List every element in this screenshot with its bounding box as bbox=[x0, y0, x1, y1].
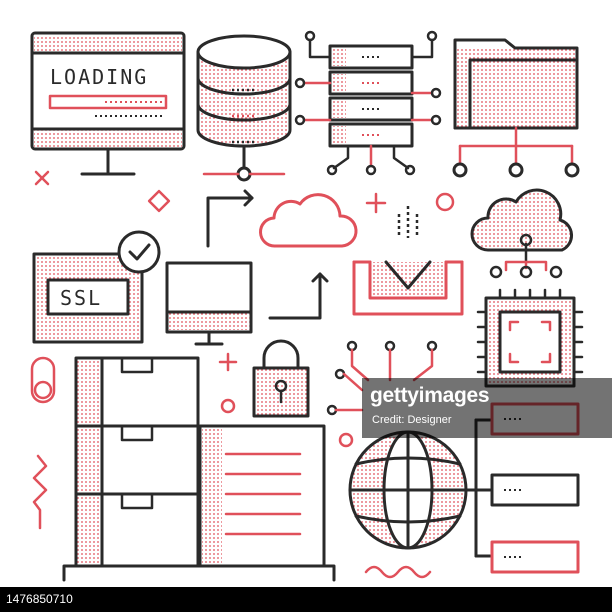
decor-circle bbox=[435, 192, 455, 212]
download-icon bbox=[352, 206, 464, 316]
watermark-overlay: gettyimages Credit: Designer bbox=[362, 378, 612, 438]
decor-circle-3 bbox=[338, 432, 354, 448]
decor-plus-2 bbox=[218, 352, 238, 372]
decor-wave bbox=[364, 565, 432, 579]
circuit-nodes-icon bbox=[326, 340, 438, 416]
file-boxes-icon bbox=[62, 356, 336, 582]
ssl-lock-icon: SSL bbox=[32, 190, 161, 344]
arrow-up-icon bbox=[268, 272, 322, 320]
cloud-icon bbox=[259, 193, 358, 248]
image-id-strip: 1476850710 bbox=[0, 587, 612, 612]
decor-plus bbox=[365, 192, 387, 214]
watermark-credit: Credit: Designer bbox=[372, 414, 452, 426]
loading-monitor-icon: LOADING bbox=[30, 31, 186, 176]
toggle-decor bbox=[30, 356, 56, 404]
folder-network-icon bbox=[452, 38, 580, 178]
decor-squiggle bbox=[32, 454, 48, 530]
ssl-label: SSL bbox=[60, 286, 102, 310]
image-id: 1476850710 bbox=[6, 592, 73, 606]
cpu-chip-icon bbox=[476, 288, 584, 388]
server-rack-icon bbox=[294, 30, 442, 176]
loading-label: LOADING bbox=[50, 65, 148, 89]
decor-diamond bbox=[147, 189, 171, 213]
cloud-network-icon bbox=[470, 188, 573, 279]
arrow-right-icon bbox=[206, 196, 254, 248]
decor-x-mark bbox=[34, 170, 50, 186]
database-icon bbox=[196, 34, 292, 182]
decor-circle-2 bbox=[220, 398, 236, 414]
desktop-monitor-icon bbox=[165, 261, 253, 346]
padlock-icon bbox=[252, 339, 310, 418]
watermark-brand: gettyimages bbox=[370, 384, 490, 407]
